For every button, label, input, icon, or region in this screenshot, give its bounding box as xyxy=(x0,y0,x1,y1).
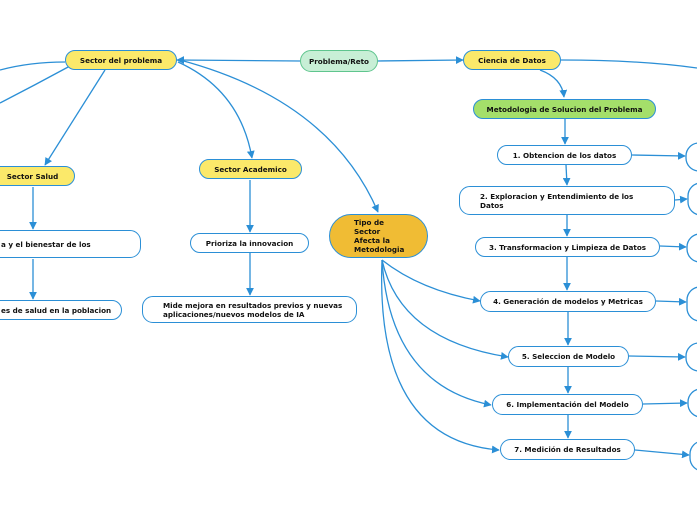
step-5-label: 5. Seleccion de Modelo xyxy=(521,352,616,361)
academico-child-2-node[interactable]: Mide mejora en resultados previos y nuev… xyxy=(142,296,357,323)
root-node-problema-reto[interactable]: Problema/Reto xyxy=(300,50,378,72)
sector-salud-node[interactable]: Sector Salud xyxy=(0,166,75,186)
tipo-de-sector-label: Tipo de Sector Afecta la Metodologia xyxy=(354,218,405,254)
step-2-node[interactable]: 2. Exploracion y Entendimiento de los Da… xyxy=(459,186,675,215)
offscreen-node-4 xyxy=(686,286,697,322)
sector-del-problema-node[interactable]: Sector del problema xyxy=(65,50,177,70)
salud-child-1-label: a y el bienestar de los xyxy=(1,239,91,249)
root-node-label: Problema/Reto xyxy=(309,56,369,66)
tipo-de-sector-node[interactable]: Tipo de Sector Afecta la Metodologia xyxy=(329,214,428,258)
metodologia-label: Metodologia de Solucion del Problema xyxy=(486,104,643,114)
step-7-node[interactable]: 7. Medición de Resultados xyxy=(500,439,635,460)
offscreen-node-5 xyxy=(685,342,697,372)
offscreen-node-6 xyxy=(687,388,697,418)
academico-child-2-label: Mide mejora en resultados previos y nuev… xyxy=(163,300,343,319)
ciencia-de-datos-label: Ciencia de Datos xyxy=(478,55,546,65)
step-7-label: 7. Medición de Resultados xyxy=(514,445,621,454)
step-6-label: 6. Implementación del Modelo xyxy=(506,400,629,409)
step-3-label: 3. Transformacion y Limpieza de Datos xyxy=(488,242,647,252)
step-1-node[interactable]: 1. Obtencion de los datos xyxy=(497,145,632,165)
offscreen-node-3 xyxy=(686,233,697,263)
sector-academico-node[interactable]: Sector Academico xyxy=(199,159,302,179)
step-1-label: 1. Obtencion de los datos xyxy=(512,150,617,160)
academico-child-1-node[interactable]: Prioriza la innovacion xyxy=(190,233,309,253)
offscreen-node-1 xyxy=(685,142,697,172)
metodologia-node[interactable]: Metodologia de Solucion del Problema xyxy=(473,99,656,119)
salud-child-1-node[interactable]: a y el bienestar de los xyxy=(0,230,141,258)
sector-salud-label: Sector Salud xyxy=(6,171,59,181)
step-2-label: 2. Exploracion y Entendimiento de los Da… xyxy=(480,191,634,210)
salud-child-2-label: es de salud en la poblacion xyxy=(1,305,112,315)
step-5-node[interactable]: 5. Seleccion de Modelo xyxy=(508,346,629,367)
sector-academico-label: Sector Academico xyxy=(214,164,287,174)
step-6-node[interactable]: 6. Implementación del Modelo xyxy=(492,394,643,415)
ciencia-de-datos-node[interactable]: Ciencia de Datos xyxy=(463,50,561,70)
offscreen-node-2 xyxy=(687,182,697,216)
academico-child-1-label: Prioriza la innovacion xyxy=(205,238,294,248)
step-4-node[interactable]: 4. Generación de modelos y Metricas xyxy=(480,291,656,312)
offscreen-node-7 xyxy=(689,441,697,471)
sector-del-problema-label: Sector del problema xyxy=(79,55,163,65)
step-3-node[interactable]: 3. Transformacion y Limpieza de Datos xyxy=(475,237,660,257)
step-4-label: 4. Generación de modelos y Metricas xyxy=(493,297,643,306)
salud-child-2-node[interactable]: es de salud en la poblacion xyxy=(0,300,122,320)
